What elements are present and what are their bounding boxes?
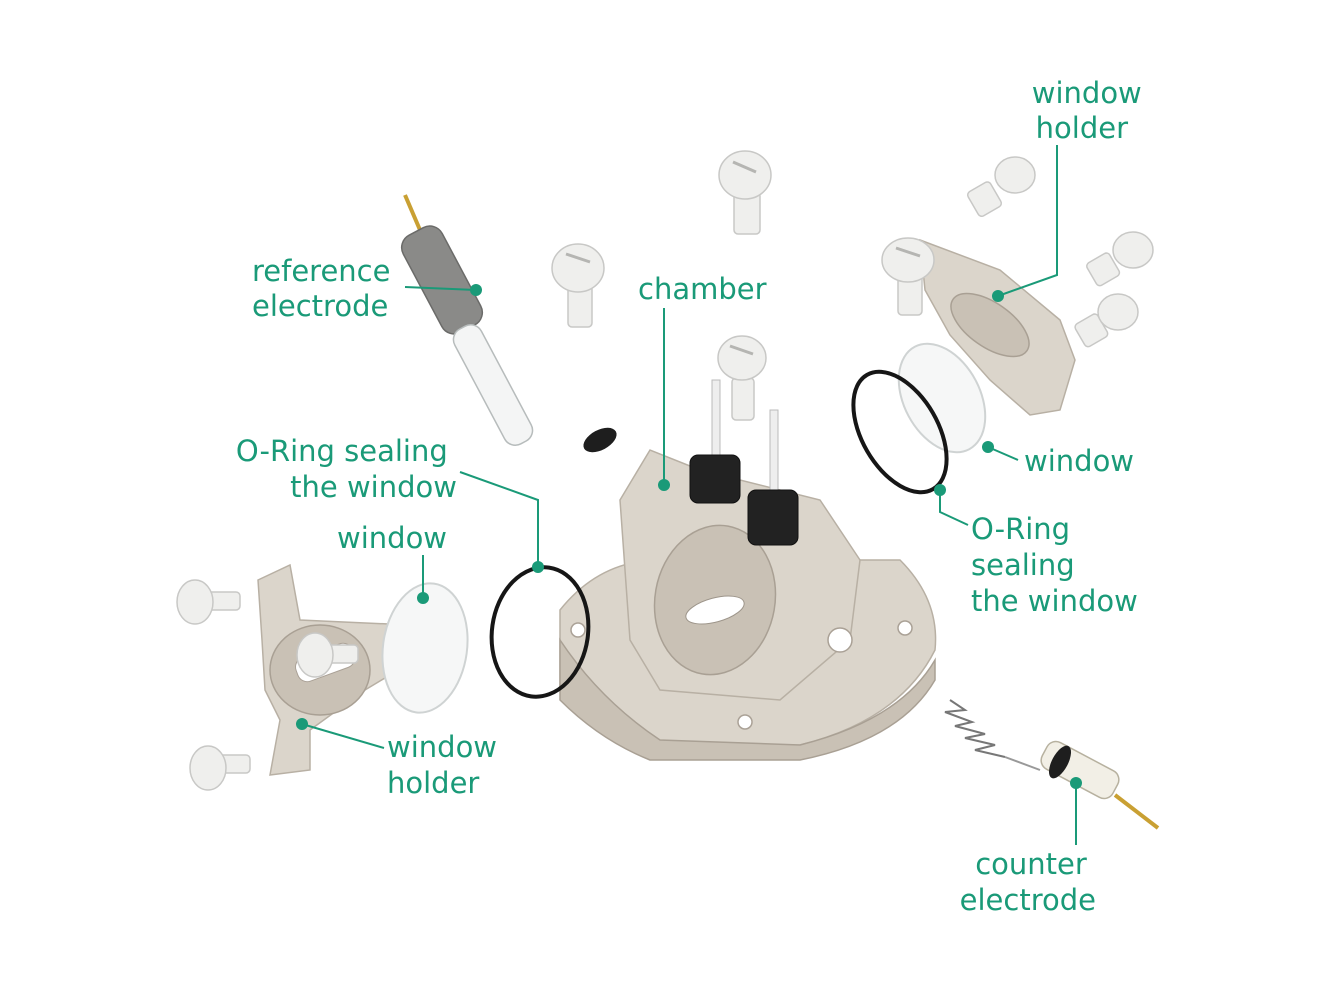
chamber-tubes [689, 379, 799, 546]
label-window-right: window [1024, 444, 1134, 478]
dot-window-right [982, 441, 994, 453]
labels: window holder reference electrode chambe… [236, 76, 1151, 917]
dot-window-holder-top [992, 290, 1004, 302]
label-oring-left: O-Ring sealing the window [236, 434, 457, 504]
screw-right-3 [1074, 293, 1139, 348]
screw-right-4 [881, 237, 935, 316]
label-oring-right: O-Ring sealing the window [971, 512, 1138, 618]
screw-right-1 [966, 156, 1036, 218]
dot-counter-electrode [1070, 777, 1082, 789]
screw-right-2 [1086, 231, 1154, 287]
leader-window-holder-top [997, 145, 1058, 297]
label-window-holder-top: window holder [1032, 76, 1151, 145]
screw-top-center [718, 150, 772, 235]
screw-left-1 [176, 579, 241, 625]
dot-chamber [658, 479, 670, 491]
chamber-body [559, 449, 937, 761]
leader-oring-right [939, 490, 969, 526]
window-holder-right [919, 238, 1076, 416]
screw-left-2 [296, 632, 359, 678]
label-window-holder-bottom: window holder [387, 730, 506, 800]
counter-electrode-part [944, 699, 1160, 830]
oring-right [851, 369, 949, 495]
leader-window-holder-bottom [301, 723, 385, 749]
dot-oring-right [934, 484, 946, 496]
dot-window-left [417, 592, 429, 604]
window-right-glass [897, 342, 987, 454]
label-window-left: window [337, 521, 447, 555]
oring-left [489, 565, 591, 699]
leader-reference-electrode [404, 286, 477, 291]
window-left-glass [381, 582, 469, 714]
dot-reference-electrode [470, 284, 482, 296]
screw-left-3 [189, 745, 251, 791]
dot-oring-left [532, 561, 544, 573]
screw-chamber-top [717, 335, 767, 421]
label-counter-electrode: counter electrode [960, 847, 1096, 917]
label-reference-electrode: reference electrode [252, 254, 400, 323]
screw-top-left [551, 243, 605, 328]
label-chamber: chamber [638, 272, 767, 306]
leaders [296, 145, 1082, 845]
reference-electrode-part [400, 194, 617, 453]
leader-oring-left [459, 471, 539, 567]
dot-window-holder-bottom [296, 718, 308, 730]
